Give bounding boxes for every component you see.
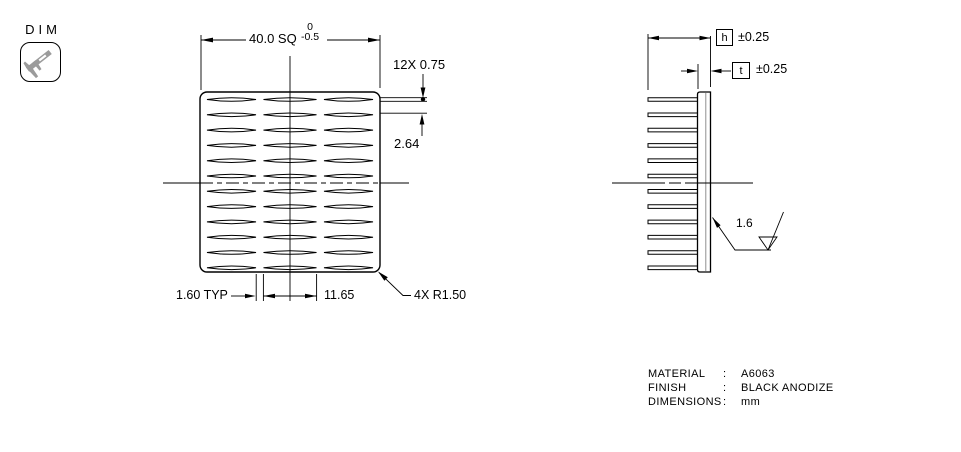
notes-table: MATERIAL: A6063 FINISH: BLACK ANODIZE DIME…: [648, 367, 834, 409]
corner-radius-leader: [378, 271, 411, 296]
note-colon: :: [723, 382, 727, 394]
corner-radius-label: 4X R1.50: [414, 288, 467, 302]
height-symbol-box: h: [716, 29, 733, 46]
note-label: FINISH: [648, 382, 687, 394]
thickness-symbol-box: t: [732, 62, 750, 79]
dim-tool-label: DIM: [25, 22, 61, 37]
height-tolerance-label: ±0.25: [738, 30, 770, 44]
height-dimension-lines: [648, 34, 731, 90]
note-value: mm: [741, 396, 761, 408]
fin-pattern: [648, 98, 698, 270]
square-dimension-label: 40.0 SQ: [249, 31, 297, 46]
tolerance-upper: 0: [307, 21, 313, 33]
surface-finish-symbol: [713, 212, 784, 251]
slot-length-label: 11.65: [324, 288, 355, 302]
side-view-drawing: [612, 34, 784, 272]
rib-width-label: 1.60 TYP: [176, 288, 228, 302]
slot-pattern: [207, 98, 373, 270]
note-colon: :: [723, 396, 727, 408]
fin-width-label: 12X 0.75: [393, 57, 446, 72]
note-label: MATERIAL: [648, 368, 706, 380]
note-value: A6063: [741, 368, 775, 380]
heatsink-base-outline: [698, 92, 711, 272]
bottom-dimension-lines: [231, 274, 317, 301]
note-label: DIMENSIONS: [648, 396, 722, 408]
note-row-material: MATERIAL: A6063: [648, 367, 834, 381]
top-view-centerlines: [163, 56, 409, 301]
square-dimension-lines: [201, 35, 380, 90]
note-row-finish: FINISH: BLACK ANODIZE: [648, 381, 834, 395]
top-view-drawing: [163, 35, 427, 301]
dim-tool-button[interactable]: [20, 42, 61, 82]
caliper-icon: [23, 50, 52, 79]
note-value: BLACK ANODIZE: [741, 382, 834, 394]
square-tolerance-stack: 0 -0.5: [296, 21, 324, 43]
note-row-dimensions: DIMENSIONS: mm: [648, 395, 834, 409]
tolerance-lower: -0.5: [300, 31, 320, 43]
note-colon: :: [723, 368, 727, 380]
fin-width-dimension-lines: [380, 74, 427, 136]
roughness-value-label: 1.6: [736, 216, 753, 230]
fin-gap-label: 2.64: [394, 136, 420, 151]
thickness-tolerance-label: ±0.25: [756, 62, 788, 76]
